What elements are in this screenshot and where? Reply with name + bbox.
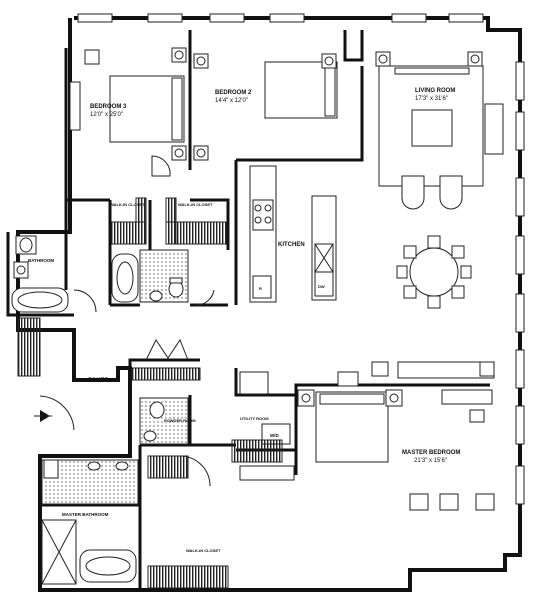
closets-upper	[111, 197, 227, 245]
living-furniture	[371, 51, 504, 379]
bedroom3-furniture	[69, 47, 187, 177]
master-bath-fixtures	[41, 439, 283, 589]
bedroom3-dims: 12'0" x 25'0"	[90, 112, 123, 118]
living-room-dims: 17'3" x 31'6"	[415, 96, 448, 102]
master-bedroom-label: MASTER BEDROOM	[402, 450, 460, 456]
master-bathroom-label: MASTER BATHROOM	[62, 512, 109, 517]
upper-bath-fixtures	[11, 235, 189, 377]
living-room-label: LIVING ROOM	[415, 88, 455, 94]
washer-dryer-label: W/D	[270, 433, 279, 438]
walk-in-closet-b3-label: WALK-IN CLOSET	[110, 202, 145, 207]
walk-in-closet-b2-label: WALK-IN CLOSET	[178, 202, 213, 207]
kitchen-label: KITCHEN	[278, 242, 305, 248]
foyer-label: FOYER	[88, 378, 109, 384]
walk-in-closet-master-label: WALK-IN CLOSET	[186, 548, 221, 553]
master-bedroom-dims: 21'3" x 15'6"	[414, 458, 447, 464]
interior-walls	[6, 30, 490, 590]
powder-room-fixtures	[139, 397, 189, 445]
foyer-elements	[34, 338, 201, 431]
range-label: R	[259, 286, 262, 291]
dishwasher-label: DW	[318, 284, 325, 289]
bathroom-label: BATHROOM	[28, 258, 54, 263]
room-labels: BEDROOM 3 12'0" x 25'0" BEDROOM 2 14'4" …	[28, 88, 460, 553]
windows	[77, 13, 525, 505]
powder-room-label: POWDER ROOM	[164, 418, 196, 423]
utility-room-label: UTILITY ROOM	[240, 416, 269, 421]
master-furniture	[239, 371, 495, 511]
bedroom3-label: BEDROOM 3	[90, 104, 127, 110]
bedroom2-dims: 14'4" x 12'0"	[215, 98, 248, 104]
door-swings	[73, 289, 215, 487]
kitchen-fixtures	[249, 165, 337, 303]
bedroom2-furniture	[193, 53, 338, 161]
bedroom2-label: BEDROOM 2	[215, 90, 252, 96]
